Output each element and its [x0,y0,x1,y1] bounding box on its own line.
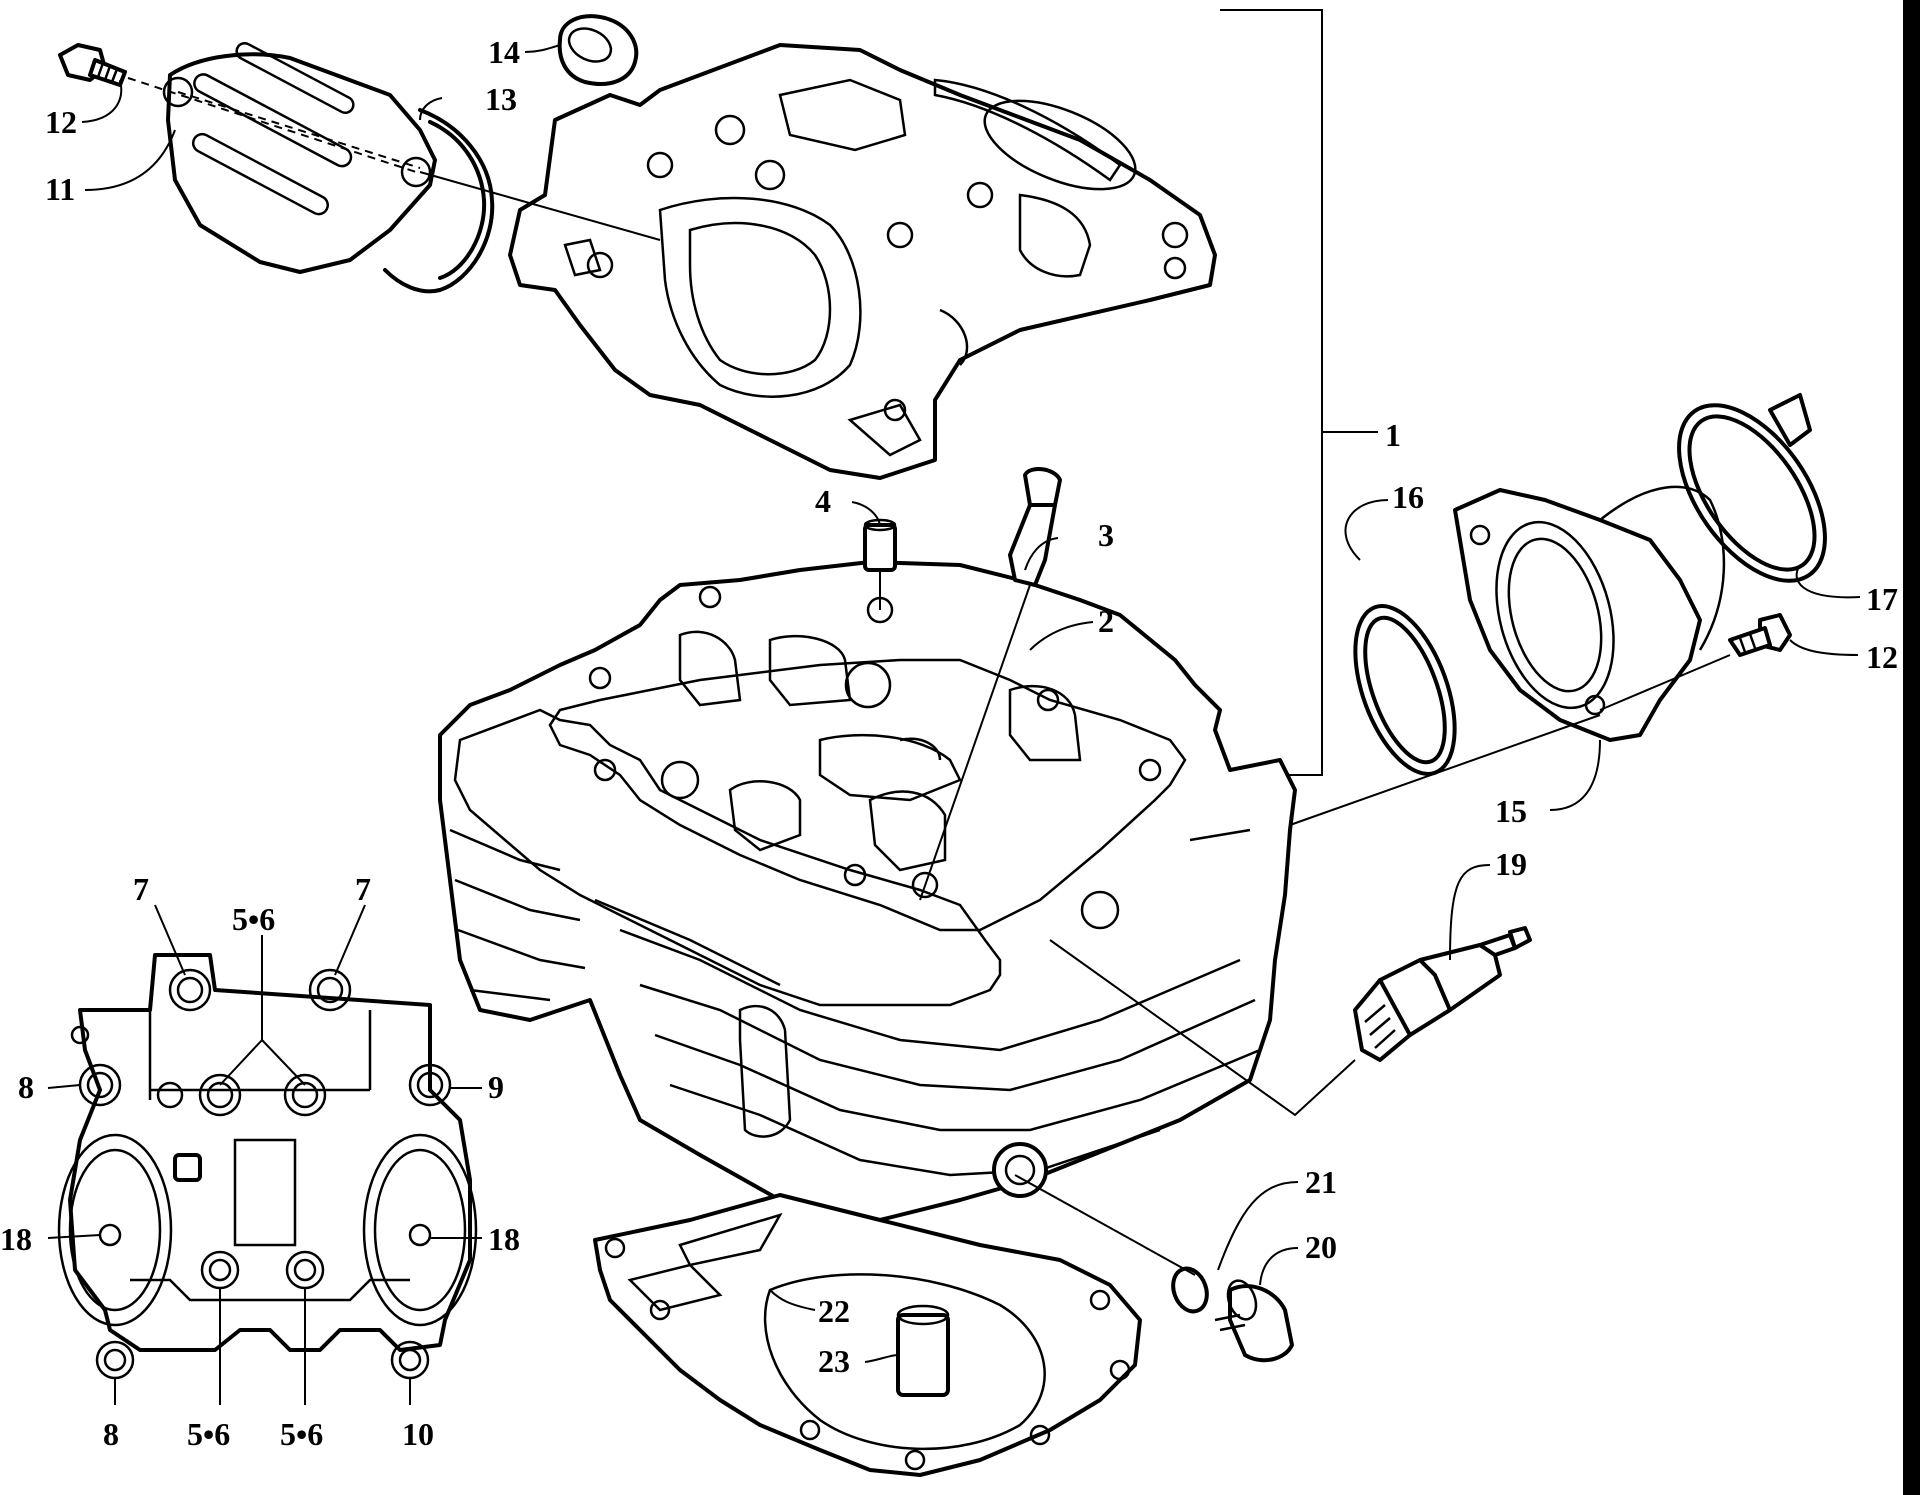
callout-20: 20 [1305,1229,1337,1265]
valve-cover [508,43,1217,480]
dowel-part-4 [863,518,897,572]
clamp-part-17 [1677,393,1827,583]
callout-2: 2 [1098,603,1114,639]
callout-12-top: 12 [45,104,77,140]
valve-guide-part-3 [1008,467,1062,587]
callout-15: 15 [1495,793,1527,829]
callout-22: 22 [818,1293,850,1329]
plug-part-14 [557,14,639,86]
inset-callout-5-6-left: 5•6 [187,1416,230,1452]
inset-leaders [47,904,482,1405]
right-edge-bar [1903,0,1920,1495]
gasket-part-13 [383,108,495,294]
callout-14: 14 [488,34,520,70]
inset-callout-5-6-right: 5•6 [280,1416,323,1452]
inset-callout-18-left: 18 [0,1221,32,1257]
callout-21: 21 [1305,1164,1337,1200]
callout-16: 16 [1392,479,1424,515]
spark-plug-part-19 [1353,926,1532,1062]
inset-callout-8-bottom: 8 [103,1416,119,1452]
callout-13: 13 [485,81,517,117]
inset-callout-18-right: 18 [488,1221,520,1257]
callout-1: 1 [1385,417,1401,453]
bolt-part-12-right [1728,613,1792,657]
oring-part-16 [1353,604,1457,776]
base-gasket-part-22 [593,1193,1142,1477]
bolt-part-12-top [58,43,127,87]
callout-12-right: 12 [1866,639,1898,675]
inset-callout-5-6-top: 5•6 [232,901,275,937]
cylinder-head-part-2 [438,560,1297,1222]
inset-callout-7-right: 7 [355,871,371,907]
callout-19: 19 [1495,846,1527,882]
drain-plug-part-20 [1214,1279,1294,1363]
callout-4: 4 [815,483,831,519]
inset-head-underside [57,953,478,1380]
dowel-part-23 [896,1304,950,1397]
inset-callout-9: 9 [488,1069,504,1105]
inset-callout-8-top: 8 [18,1069,34,1105]
inset-labels: 7 7 5•6 8 9 18 18 8 5•6 5•6 10 [0,871,520,1452]
callout-11: 11 [45,171,75,207]
callout-leaders [81,44,1861,1363]
callout-3: 3 [1098,517,1114,553]
callout-17: 17 [1866,581,1898,617]
inset-callout-7-left: 7 [133,871,149,907]
inset-callout-10: 10 [402,1416,434,1452]
callout-labels: 1 2 3 4 11 12 13 14 15 16 17 12 19 20 21… [45,34,1898,1379]
callout-23: 23 [818,1343,850,1379]
washer-part-21 [1171,1266,1209,1314]
intake-boot-part-15 [1453,485,1726,742]
cover-part-11 [162,41,437,274]
